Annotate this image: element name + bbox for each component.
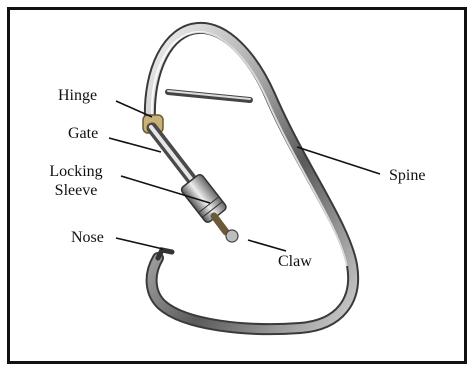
gate-label: Gate <box>68 124 98 143</box>
nose-hook <box>158 250 172 258</box>
claw-tip <box>226 230 238 242</box>
carabiner-spine-highlight <box>150 28 353 329</box>
spine-label: Spine <box>389 166 425 185</box>
gate-thread <box>214 216 226 232</box>
gate-leader <box>109 138 161 152</box>
carabiner-spine-shine <box>152 32 347 266</box>
carabiner-spine-shape <box>150 28 353 329</box>
nose-leader <box>116 238 163 249</box>
claw-label: Claw <box>278 252 312 271</box>
gate-shine <box>151 127 195 184</box>
claw-leader <box>248 240 286 251</box>
locking-sleeve-label-line2: Sleeve <box>41 181 111 200</box>
locking-sleeve-label-line1: Locking <box>41 162 111 181</box>
hinge-label: Hinge <box>58 86 97 105</box>
locking-sleeve-label: Locking Sleeve <box>41 162 111 200</box>
nose-label: Nose <box>71 228 104 247</box>
carabiner-body <box>143 28 353 329</box>
